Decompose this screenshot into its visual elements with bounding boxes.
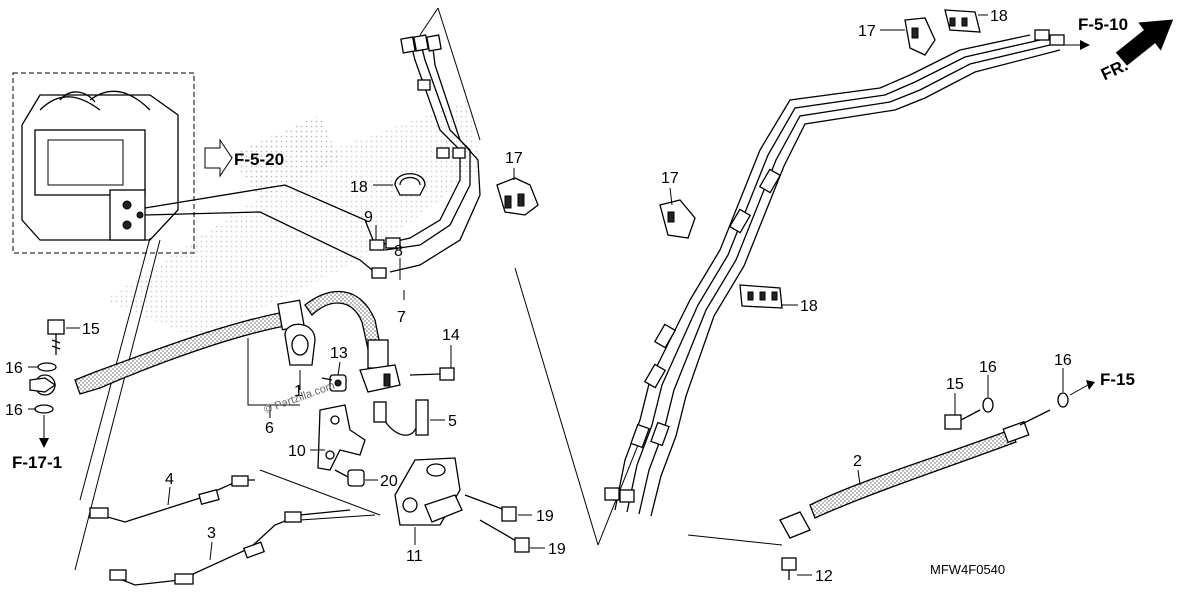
front-direction-arrow <box>1115 19 1174 66</box>
label-17-mid-right: 17 <box>661 170 679 187</box>
ref-arrow-f520 <box>204 138 233 178</box>
pipe-clip-18-left <box>394 173 426 196</box>
label-5: 5 <box>448 413 457 430</box>
part-number-labels: 15 16 16 1 6 7 8 9 18 17 13 14 5 10 20 1… <box>5 8 1072 585</box>
brake-hose-to-joint <box>304 290 429 436</box>
brake-joint-11 <box>394 457 463 526</box>
label-16-right-b: 16 <box>1054 352 1072 369</box>
hose-clamp-1 <box>284 323 316 366</box>
bracket-10 <box>317 404 366 471</box>
bolt-20 <box>334 469 365 487</box>
brake-pipe-4 <box>89 475 255 523</box>
diagram-code: MFW4F0540 <box>930 562 1005 577</box>
brake-pipes-front-left <box>144 34 481 279</box>
label-14: 14 <box>442 327 460 344</box>
label-15-right: 15 <box>946 376 964 393</box>
label-13: 13 <box>330 345 348 362</box>
label-18-upper-right: 18 <box>990 8 1008 25</box>
ref-arrow-f171 <box>39 415 49 448</box>
label-leaders <box>28 14 1064 576</box>
bolt-19-lower <box>479 519 530 553</box>
label-18-left: 18 <box>350 179 368 196</box>
label-7: 7 <box>397 309 406 326</box>
label-19-lower: 19 <box>548 541 566 558</box>
label-17-left: 17 <box>505 150 523 167</box>
ref-f171: F-17-1 <box>12 453 62 472</box>
label-16-right-a: 16 <box>979 359 997 376</box>
sealing-washer-16-lower-left <box>34 404 54 414</box>
bolt-12 <box>781 557 797 580</box>
label-1: 1 <box>294 383 303 400</box>
background-watermark-shading <box>105 100 480 340</box>
label-17-upper-right: 17 <box>858 23 876 40</box>
ref-f510: F-5-10 <box>1078 15 1128 34</box>
banjo-bolt-15-left <box>47 319 65 355</box>
abs-modulator-unit <box>12 72 195 254</box>
brake-pipes-rear-right <box>604 29 1065 517</box>
bolt-14 <box>409 367 455 381</box>
sealing-washer-16-right-b <box>1057 392 1069 408</box>
label-11: 11 <box>406 548 423 565</box>
label-3: 3 <box>207 525 216 542</box>
label-20: 20 <box>380 473 398 490</box>
label-2: 2 <box>853 453 862 470</box>
reference-labels: F-5-20 F-5-10 F-15 F-17-1 FR. <box>12 15 1135 472</box>
front-brake-hose <box>29 299 305 396</box>
label-6: 6 <box>265 420 274 437</box>
label-8: 8 <box>394 243 403 260</box>
label-10: 10 <box>288 443 306 460</box>
label-16-lower-left: 16 <box>5 402 23 419</box>
ref-arrow-f15 <box>1069 380 1095 396</box>
label-18-mid-right: 18 <box>800 298 818 315</box>
ref-f15: F-15 <box>1100 370 1135 389</box>
ref-arrow-f510 <box>1060 40 1090 50</box>
pipe-clip-17-left <box>496 177 539 216</box>
label-12: 12 <box>815 568 833 585</box>
pipe-clip-17-mid-right <box>659 199 696 239</box>
label-4: 4 <box>165 471 174 488</box>
pipe-clip-18-upper-right <box>944 9 981 33</box>
sealing-washer-16-upper-left <box>37 362 57 372</box>
rear-brake-hose <box>779 409 1051 539</box>
label-15-left: 15 <box>82 321 100 338</box>
label-19-upper: 19 <box>536 508 554 525</box>
sealing-washer-16-right-a <box>982 397 994 413</box>
bolt-13 <box>321 374 347 392</box>
pipe-clip-17-upper-right <box>904 17 936 56</box>
pipe-clip-18-mid-right <box>739 284 783 309</box>
label-16-upper-left: 16 <box>5 360 23 377</box>
banjo-bolt-15-right <box>944 409 981 430</box>
label-9: 9 <box>364 209 373 226</box>
ref-f520: F-5-20 <box>234 150 284 169</box>
brake-pipe-3 <box>109 509 351 586</box>
bolt-19-upper <box>464 494 517 522</box>
